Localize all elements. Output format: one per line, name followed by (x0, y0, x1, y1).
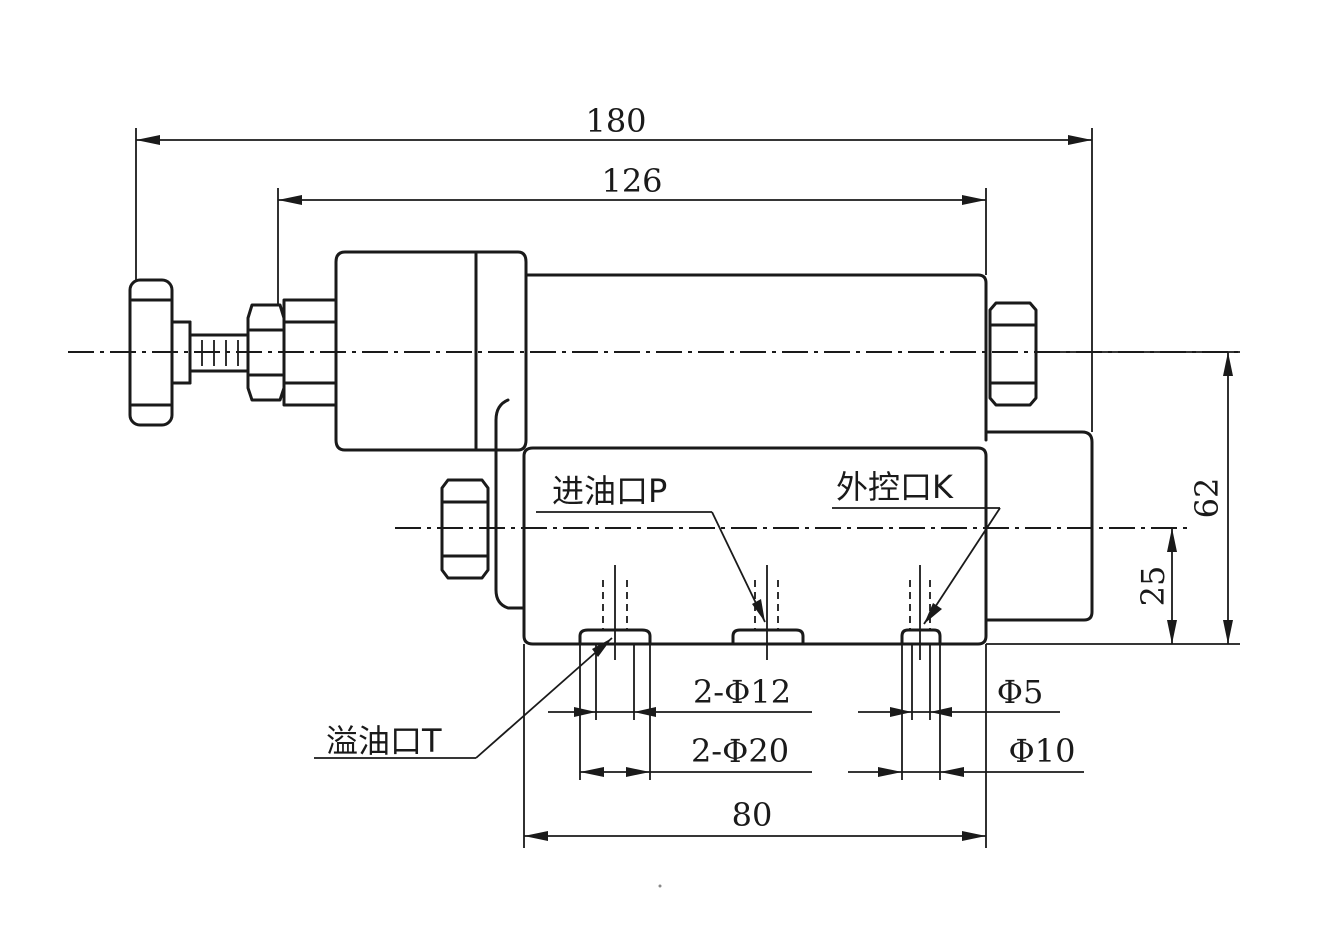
dim-body-length: 126 (277, 162, 987, 305)
hand-knob (128, 278, 192, 427)
dim-label-2-phi12: 2-Φ12 (693, 673, 791, 711)
port-p (731, 565, 805, 660)
dim-label-25: 25 (1134, 566, 1172, 607)
leader-port-p: 进油口P (536, 472, 766, 623)
dim-label-180: 180 (585, 102, 646, 140)
dim-label-126: 126 (601, 162, 662, 200)
leader-port-k: 外控口K (832, 468, 1001, 625)
end-nut-right (988, 301, 1038, 407)
dim-label-phi10: Φ10 (1009, 732, 1076, 770)
base-block (494, 398, 988, 646)
port-k (900, 565, 942, 780)
dim-port-pt-small: 2-Φ12 (548, 673, 812, 717)
label-port-t: 溢油口T (326, 722, 442, 760)
port-t (578, 565, 652, 780)
dim-height-total: 62 (986, 351, 1240, 645)
dim-label-2-phi20: 2-Φ20 (691, 732, 789, 770)
main-body-tube (524, 273, 1094, 622)
dim-port-k-small: Φ5 (858, 673, 1060, 717)
label-port-p: 进油口P (552, 472, 667, 510)
end-nut-left (440, 478, 490, 580)
leader-port-t: 溢油口T (314, 637, 613, 760)
dim-overall-length: 180 (135, 102, 1093, 432)
pilot-head (334, 250, 528, 452)
dim-label-80: 80 (732, 796, 773, 834)
dim-port-k-large: Φ10 (848, 732, 1084, 777)
speck-mark (658, 884, 662, 888)
dim-label-62: 62 (1188, 478, 1226, 519)
dim-label-phi5: Φ5 (997, 673, 1044, 711)
dim-port-pt-large: 2-Φ20 (580, 732, 812, 777)
dim-height-port: 25 (1134, 528, 1177, 644)
label-port-k: 外控口K (836, 468, 954, 506)
dim-base-width: 80 (523, 644, 987, 848)
